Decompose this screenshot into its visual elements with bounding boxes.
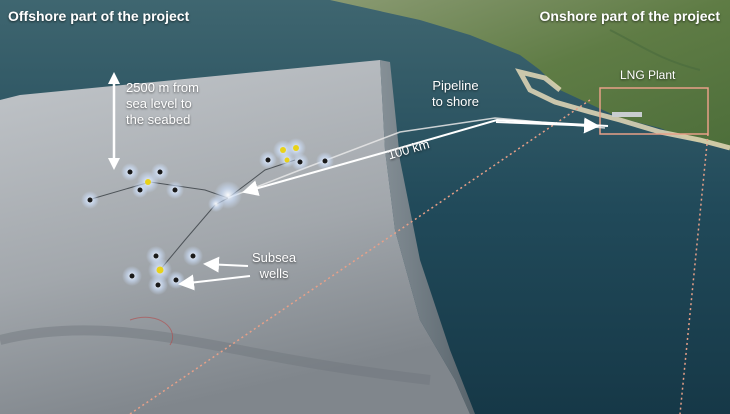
well-icon: [293, 145, 299, 151]
offshore-heading: Offshore part of the project: [8, 8, 190, 24]
onshore-heading: Onshore part of the project: [539, 8, 720, 24]
well-cluster-west: [81, 163, 184, 209]
subsea-wells-label: Subsea wells: [252, 250, 296, 282]
well-icon: [280, 147, 286, 153]
lng-plant-frame: [599, 87, 709, 135]
guide-line-right: [679, 133, 709, 414]
subsea-wells-label-line: wells: [259, 266, 289, 281]
well-icon: [284, 157, 290, 163]
seabed-surface: [0, 60, 470, 414]
well-icon: [127, 169, 133, 175]
well-icon: [172, 187, 178, 193]
depth-label-line: sea level to: [126, 96, 192, 111]
wells-arrow-icon: [178, 274, 251, 291]
well-cluster-north: [259, 138, 334, 171]
subsea-wells-label-line: Subsea: [252, 250, 297, 265]
well-icon: [153, 253, 159, 259]
well-icon: [157, 169, 163, 175]
fault-line: [129, 316, 173, 346]
shore-arrow-icon: [495, 117, 600, 134]
coastline-beach: [515, 68, 730, 151]
pipeline-arrow-icon: [242, 118, 609, 196]
well-icon: [156, 266, 164, 274]
well-icon: [173, 277, 179, 283]
pipeline-label-line: to shore: [432, 94, 479, 109]
river: [609, 29, 701, 71]
well-icon: [208, 196, 224, 212]
pipeline-label-line: Pipeline: [432, 78, 479, 93]
well-icon: [190, 253, 196, 259]
well-icon: [155, 282, 161, 288]
well-icon: [137, 187, 143, 193]
well-cluster-south: [122, 246, 203, 295]
lng-plant-label: LNG Plant: [620, 68, 676, 82]
wells-arrow-icon: [203, 256, 249, 273]
well-icon: [265, 157, 271, 163]
depth-label-line: the seabed: [126, 112, 191, 127]
well-icon: [129, 273, 135, 279]
up-down-arrow-icon: [108, 72, 120, 170]
depth-label: 2500 m from sea level to the seabed: [126, 80, 199, 128]
seabed-wall: [380, 60, 475, 414]
well-icon: [87, 197, 93, 203]
manifold: [208, 181, 242, 212]
seabed-ridge: [0, 325, 431, 385]
well-icon: [297, 159, 303, 165]
well-icon: [322, 158, 328, 164]
well-icon: [145, 179, 151, 185]
depth-label-line: 2500 m from: [126, 80, 199, 95]
pipeline-label: Pipeline to shore: [432, 78, 479, 110]
lng-plant-facility: [612, 112, 642, 117]
